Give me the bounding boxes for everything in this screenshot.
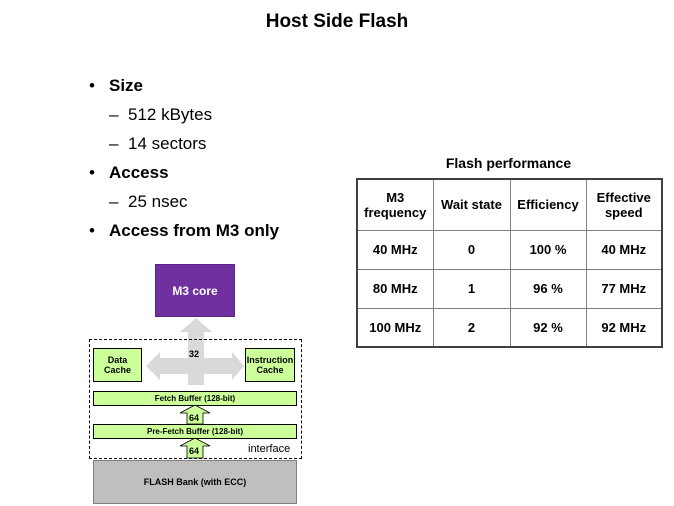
sub-bullet-text: 14 sectors xyxy=(128,134,207,153)
bullet-dot: • xyxy=(89,163,95,182)
header-cell: Wait state xyxy=(432,178,511,231)
header-cell: Effective speed xyxy=(585,178,663,231)
bullet-access-m3: • Access from M3 only xyxy=(89,219,279,248)
sub-bullet: –512 kBytes xyxy=(109,103,279,132)
bus-width-64: 64 xyxy=(189,446,200,456)
bullet-text: Access xyxy=(109,163,169,182)
bullet-dot: • xyxy=(89,221,95,240)
table-cell: 40 MHz xyxy=(585,229,663,270)
table-cell: 96 % xyxy=(509,268,587,309)
table-cell: 77 MHz xyxy=(585,268,663,309)
table-row: 80 MHz 1 96 % 77 MHz xyxy=(356,268,663,309)
interface-label: interface xyxy=(248,443,291,455)
sub-bullet-text: 512 kBytes xyxy=(128,105,213,124)
header-cell: Efficiency xyxy=(509,178,587,231)
instruction-cache-block: Instruction Cache xyxy=(245,348,295,382)
dash-glyph: – xyxy=(109,192,119,211)
sub-bullet: –25 nsec xyxy=(109,190,279,219)
header-cell: M3 frequency xyxy=(356,178,434,231)
bus-arrow-cross xyxy=(146,318,244,385)
table-cell: 80 MHz xyxy=(356,268,434,309)
bullet-size: • Size xyxy=(89,74,279,103)
table-title: Flash performance xyxy=(445,155,572,171)
flash-performance-table: M3 frequency Wait state Efficiency Effec… xyxy=(356,178,663,348)
dash-glyph: – xyxy=(109,134,119,153)
bullet-list: •Size –512 kBytes –14 sectors •Access –2… xyxy=(89,74,279,248)
dash-glyph: – xyxy=(109,105,119,124)
table-cell: 0 xyxy=(432,229,511,270)
fetch-buffer-block: Fetch Buffer (128-bit) xyxy=(93,391,297,406)
bullet-access: • Access xyxy=(89,161,279,190)
table-header-row: M3 frequency Wait state Efficiency Effec… xyxy=(356,178,663,231)
table-cell: 40 MHz xyxy=(356,229,434,270)
table-row: 100 MHz 2 92 % 92 MHz xyxy=(356,307,663,348)
table-cell: 1 xyxy=(432,268,511,309)
table-cell: 100 % xyxy=(509,229,587,270)
table-cell: 100 MHz xyxy=(356,307,434,348)
table-cell: 2 xyxy=(432,307,511,348)
bus-width-32: 32 xyxy=(189,349,200,359)
table-row: 40 MHz 0 100 % 40 MHz xyxy=(356,229,663,270)
slide-title: Host Side Flash xyxy=(265,11,409,32)
table-cell: 92 MHz xyxy=(585,307,663,348)
bullet-text: Size xyxy=(109,76,144,95)
bus-width-64: 64 xyxy=(189,413,200,423)
prefetch-buffer-block: Pre-Fetch Buffer (128-bit) xyxy=(93,424,297,439)
bullet-text: Access from M3 only xyxy=(109,221,280,240)
sub-bullet: –14 sectors xyxy=(109,132,279,161)
flash-bank-block: FLASH Bank (with ECC) xyxy=(93,460,297,504)
bullet-dot: • xyxy=(89,76,95,95)
m3-core-block: M3 core xyxy=(155,264,235,317)
flash-wrapper-dashed-border xyxy=(89,339,302,459)
data-cache-block: Data Cache xyxy=(93,348,142,382)
sub-bullet-text: 25 nsec xyxy=(128,192,188,211)
table-cell: 92 % xyxy=(509,307,587,348)
